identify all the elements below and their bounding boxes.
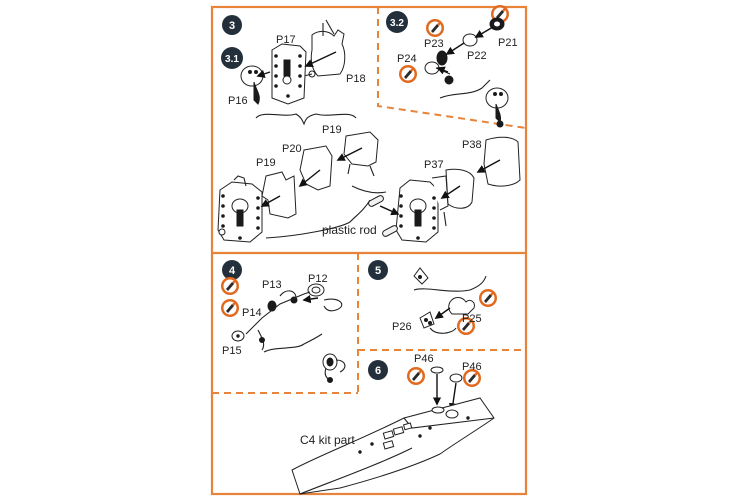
part-p20 — [299, 145, 333, 191]
paint-brush-icon — [221, 299, 239, 317]
step-badge-3-1: 3.1 — [221, 47, 243, 69]
part-p26 — [419, 311, 435, 329]
result-dial-assembly — [485, 87, 509, 128]
part-p13 — [279, 290, 298, 304]
svg-text:5: 5 — [375, 265, 381, 277]
label-p23: P23 — [424, 38, 444, 50]
label-plastic-rod: plastic rod — [322, 223, 377, 237]
label-p19-top: P19 — [322, 124, 342, 136]
part-p46-left — [430, 366, 444, 374]
step-badge-5: 5 — [368, 260, 388, 280]
step-3-2-subassembly: P21 P22 P23 P24 — [397, 5, 518, 128]
label-p18: P18 — [346, 73, 366, 85]
step-badge-3: 3 — [222, 15, 242, 35]
part-p37 — [445, 168, 475, 209]
part-p25 — [448, 297, 475, 315]
paint-brush-icon — [426, 19, 444, 37]
paint-brush-icon — [221, 277, 239, 295]
step-badge-4: 4 — [222, 260, 242, 280]
label-p19-left: P19 — [256, 157, 276, 169]
part-p18 — [310, 29, 346, 77]
part-p14 — [267, 300, 277, 312]
part-p23 — [436, 50, 448, 66]
label-p21: P21 — [498, 37, 518, 49]
part-p15 — [231, 330, 245, 342]
part-p24 — [424, 61, 454, 85]
svg-text:3.2: 3.2 — [390, 18, 404, 29]
bulkhead-assembly-right — [395, 175, 449, 243]
label-p15: P15 — [222, 345, 242, 357]
step-3-main-assembly: P19 P20 P19 P38 P37 pl — [217, 124, 521, 243]
c4-kit-part — [291, 397, 495, 495]
bulkhead-assembly-left — [217, 175, 263, 243]
plastic-rod-pieces — [368, 195, 400, 237]
step-badges: 3 3.1 3.2 4 5 6 — [221, 11, 408, 380]
label-p20: P20 — [282, 143, 302, 155]
label-p12: P12 — [308, 273, 328, 285]
part-p22 — [462, 33, 478, 47]
label-p38: P38 — [462, 139, 482, 151]
svg-text:4: 4 — [229, 265, 236, 277]
panel-frames — [210, 5, 528, 496]
label-p37: P37 — [424, 159, 444, 171]
label-c4-kit-part: C4 kit part — [300, 433, 355, 447]
svg-text:3: 3 — [229, 20, 235, 32]
paint-brush-icon — [479, 289, 497, 307]
step-4-subassembly: P12 P13 P14 P15 — [221, 273, 346, 383]
step-5-subassembly: P25 P26 — [392, 267, 497, 335]
label-p46-right: P46 — [462, 361, 482, 373]
label-p16: P16 — [228, 95, 248, 107]
step-3-1-subassembly: P17 P18 P16 — [228, 19, 366, 126]
part-p12 — [307, 283, 325, 297]
step-6-subassembly: P46 P46 C4 kit part — [291, 353, 495, 495]
result-lever-assembly — [322, 353, 346, 383]
step-badge-6: 6 — [368, 360, 388, 380]
outer-frame — [210, 5, 528, 496]
svg-text:3.1: 3.1 — [225, 54, 239, 65]
svg-text:6: 6 — [375, 365, 381, 377]
paint-brush-icon — [407, 367, 425, 385]
label-p26: P26 — [392, 321, 412, 333]
part-p46-right — [449, 373, 463, 383]
label-p24: P24 — [397, 53, 417, 65]
step-badge-3-2: 3.2 — [386, 11, 408, 33]
label-p25: P25 — [462, 313, 482, 325]
part-p21 — [489, 17, 505, 31]
label-p46-left: P46 — [414, 353, 434, 365]
label-p14: P14 — [242, 307, 262, 319]
label-p13: P13 — [262, 279, 282, 291]
subassembly-bracket — [255, 113, 357, 126]
label-p22: P22 — [467, 50, 487, 62]
label-p17: P17 — [276, 34, 296, 46]
result-bracket-part — [413, 267, 429, 285]
step-3-2-dashed-frame — [377, 7, 527, 129]
part-p19-left — [261, 171, 297, 219]
part-p38 — [483, 136, 521, 187]
paint-brush-icon — [399, 65, 417, 83]
